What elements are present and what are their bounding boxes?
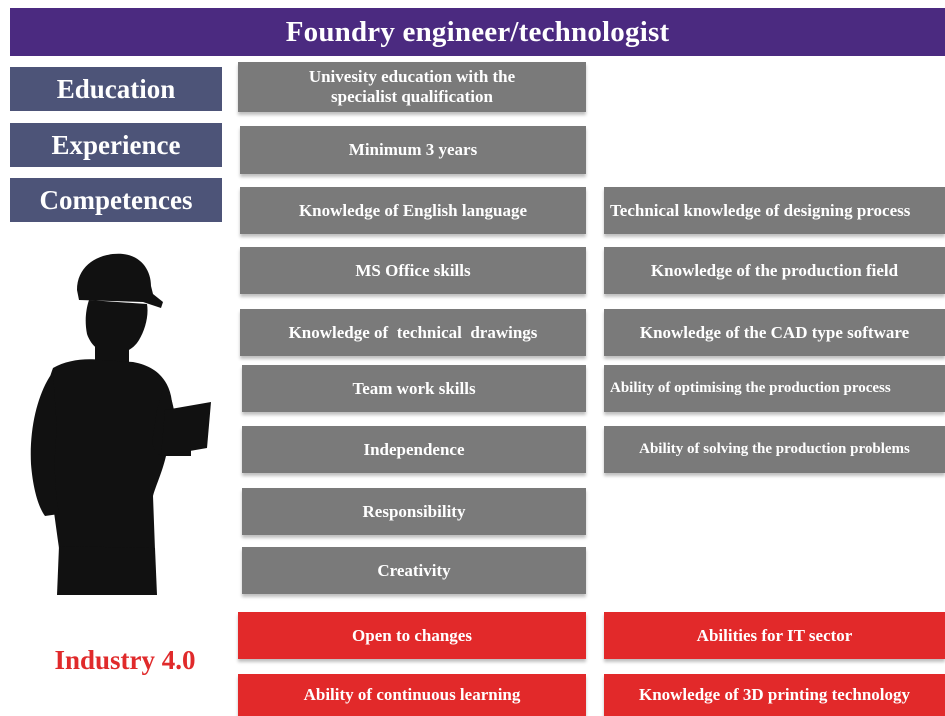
competence-ms-office: MS Office skills [240,247,586,294]
competence-production-field: Knowledge of the production field [604,247,945,294]
competence-optimising-process: Ability of optimising the production pro… [604,365,945,412]
industry-3d-printing: Knowledge of 3D printing technology [604,674,945,716]
education-label: Education [10,67,222,111]
competence-responsibility: Responsibility [242,488,586,535]
education-line-2: specialist qualification [331,87,493,106]
education-box: Univesity education with the specialist … [238,62,586,112]
competence-technical-drawings: Knowledge of technical drawings [240,309,586,356]
page-title: Foundry engineer/technologist [10,8,945,56]
industry-label: Industry 4.0 [54,644,196,675]
experience-box: Minimum 3 years [240,126,586,174]
competence-english: Knowledge of English language [240,187,586,234]
competence-independence: Independence [242,426,586,473]
industry-open-to-changes: Open to changes [238,612,586,659]
competence-creativity: Creativity [242,547,586,594]
competence-designing-process: Technical knowledge of designing process [604,187,945,234]
experience-label: Experience [10,123,222,167]
industry-it-sector: Abilities for IT sector [604,612,945,659]
competence-cad-software: Knowledge of the CAD type software [604,309,945,356]
education-line-1: Univesity education with the [308,67,516,87]
worker-with-tablet-silhouette-icon [30,253,211,595]
competence-solving-problems: Ability of solving the production proble… [604,426,945,473]
industry-continuous-learning: Ability of continuous learning [238,674,586,716]
competence-team-work: Team work skills [242,365,586,412]
competences-label: Competences [10,178,222,222]
